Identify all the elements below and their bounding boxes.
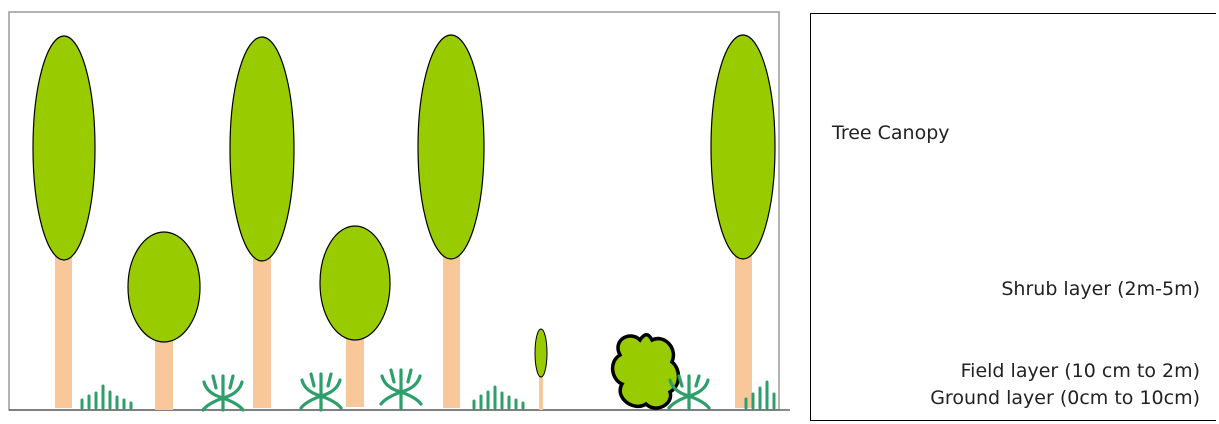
woodland-scene [0,0,800,424]
bush [613,335,679,408]
tree-crown [230,37,294,261]
tree-crown [33,36,95,260]
tree-crown [320,226,390,340]
sapling-crown [535,329,547,377]
bush-shape [613,335,679,408]
tree-trunk [735,248,752,408]
tree-trunk [55,250,72,408]
layer-legend-panel: Tree Canopy Shrub layer (2m-5m) Field la… [810,13,1216,421]
tree-crown [418,35,484,259]
tree-crown [128,232,200,342]
tree-trunk [253,250,271,408]
field-layer-label: Field layer (10 cm to 2m) [961,360,1200,382]
ground-layer-label: Ground layer (0cm to 10cm) [930,387,1200,409]
tree-canopy-label: Tree Canopy [832,122,950,144]
tree-trunk [443,250,460,408]
tree-crown [711,35,775,259]
shrub-layer-label: Shrub layer (2m-5m) [1001,278,1200,300]
sapling-stem [539,372,543,410]
